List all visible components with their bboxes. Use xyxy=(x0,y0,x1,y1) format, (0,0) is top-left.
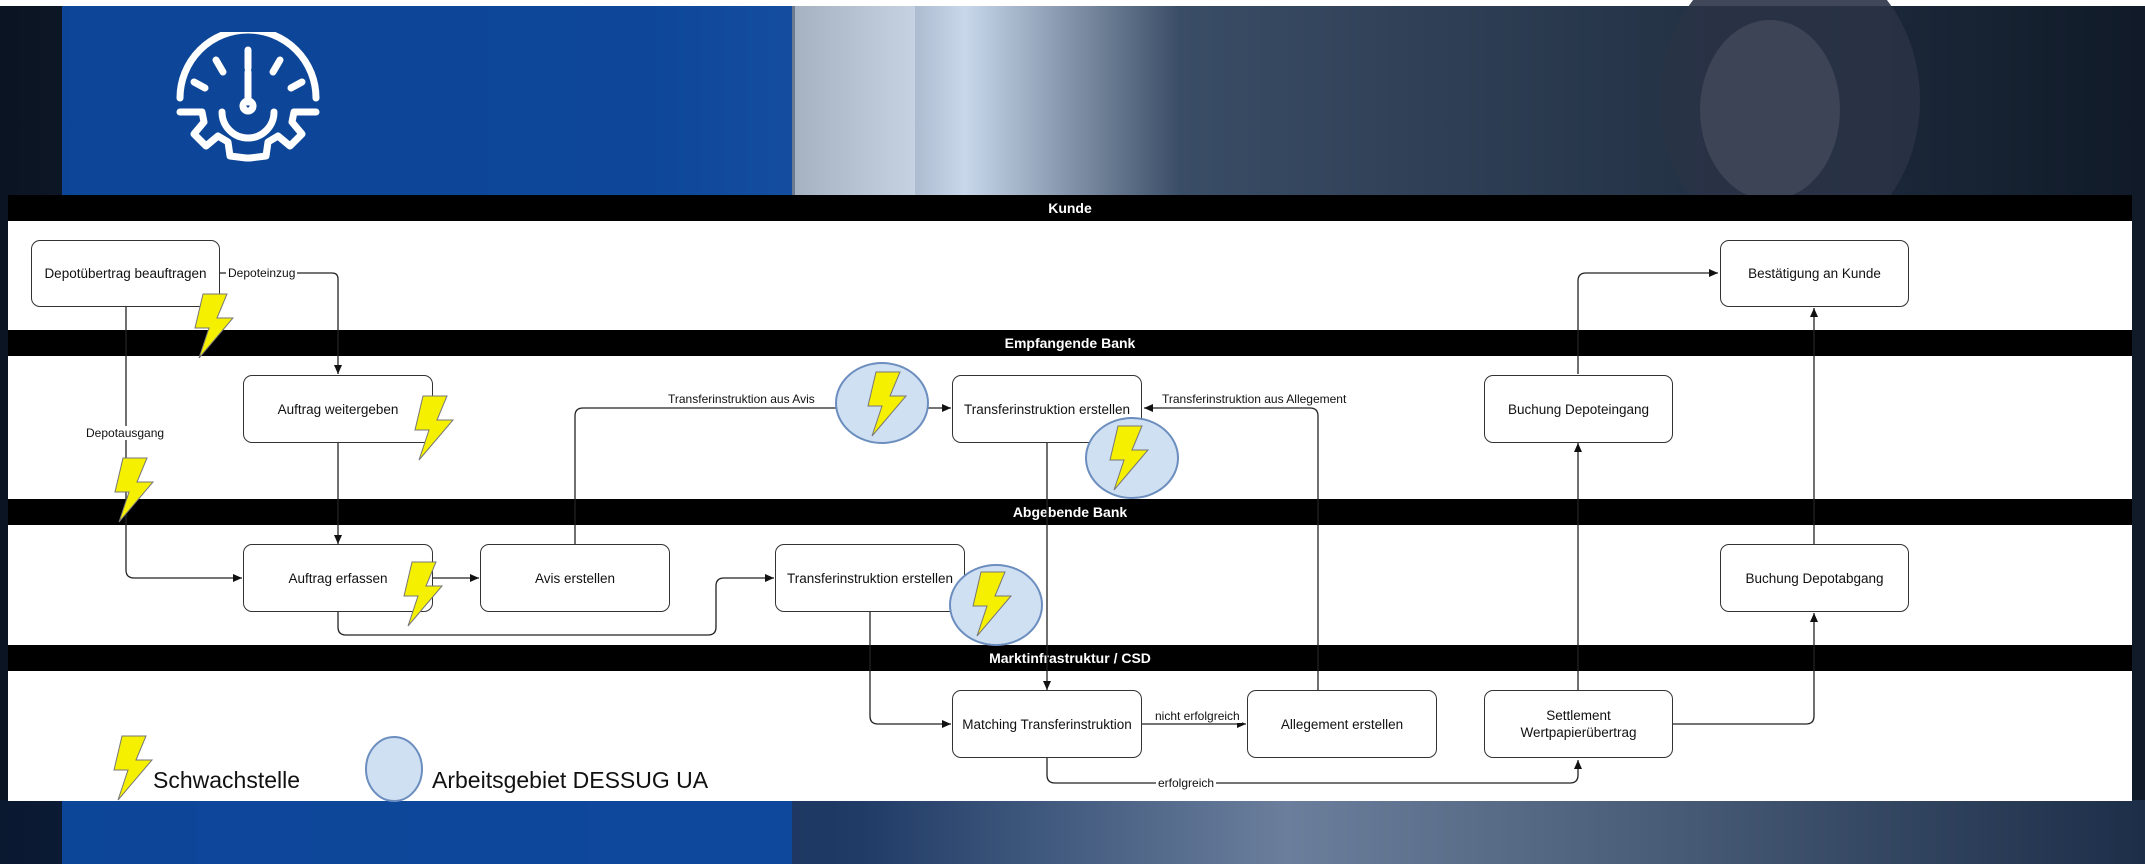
legend-lightning-bolt-icon xyxy=(113,735,153,801)
lightning-bolt-icon xyxy=(403,561,443,627)
edge-label-from-avis: Transferinstruktion aus Avis xyxy=(666,392,817,406)
node-matching: Matching Transferinstruktion xyxy=(952,690,1142,758)
node-depot-transfer-order: Depotübertrag beauftragen xyxy=(31,240,220,307)
edge-label-depotausgang: Depotausgang xyxy=(84,426,167,440)
node-transfer-instruction-delivering: Transferinstruktion erstellen xyxy=(775,544,965,612)
node-create-avis: Avis erstellen xyxy=(480,544,670,612)
node-allegement: Allegement erstellen xyxy=(1247,690,1437,758)
edge-label-not-successful: nicht erfolgreich xyxy=(1153,709,1242,723)
node-forward-order: Auftrag weitergeben xyxy=(243,375,433,443)
node-confirmation-to-customer: Bestätigung an Kunde xyxy=(1720,240,1909,307)
node-booking-outflow: Buchung Depotabgang xyxy=(1720,544,1909,612)
lane-header-receiving-bank: Empfangende Bank xyxy=(8,330,2132,356)
lightning-bolt-icon xyxy=(114,457,154,523)
lightning-bolt-icon xyxy=(194,293,234,359)
lane-header-customer: Kunde xyxy=(8,195,2132,221)
legend-work-area-label: Arbeitsgebiet DESSUG UA xyxy=(432,767,709,793)
edge-label-depoteinzug: Depoteinzug xyxy=(226,266,298,280)
lane-header-delivering-bank: Abgebende Bank xyxy=(8,499,2132,525)
gauge-gear-icon xyxy=(176,32,320,162)
edge-label-from-allegement: Transferinstruktion aus Allegement xyxy=(1160,392,1349,406)
edge-label-successful: erfolgreich xyxy=(1156,776,1217,790)
legend-work-area-circle xyxy=(365,736,423,802)
lightning-bolt-icon xyxy=(414,395,454,461)
node-settlement: Settlement Wertpapierübertrag xyxy=(1484,690,1673,758)
lane-header-market-infrastructure: Marktinfrastruktur / CSD xyxy=(8,645,2132,671)
node-booking-inflow: Buchung Depoteingang xyxy=(1484,375,1673,443)
node-capture-order: Auftrag erfassen xyxy=(243,544,433,612)
legend-weak-point-label: Schwachstelle xyxy=(153,767,301,793)
